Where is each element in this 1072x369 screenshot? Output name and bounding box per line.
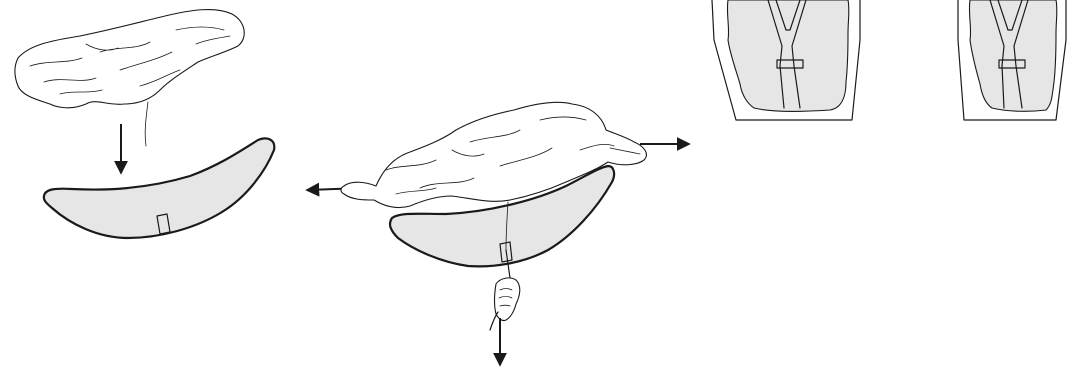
view-installed-right (958, 0, 1066, 120)
seat-insert-pad (44, 138, 274, 238)
panel-step-stretch-cover (308, 102, 688, 364)
fabric-cover-crumpled (15, 10, 244, 146)
view-installed-left (712, 0, 860, 120)
panel-step-lower-cover (15, 10, 274, 238)
